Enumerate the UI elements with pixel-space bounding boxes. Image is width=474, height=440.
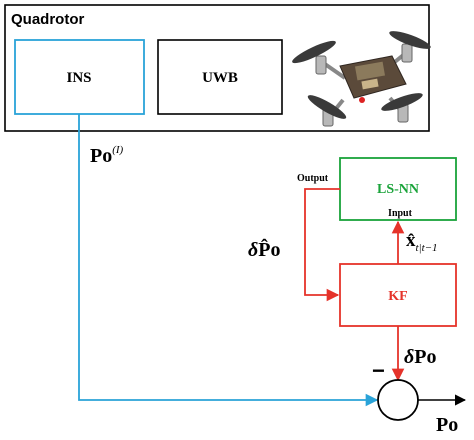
x-hat-label: x̂t|t−1	[406, 230, 438, 254]
lsnn-input-port-label: Input	[388, 208, 413, 219]
ins-to-sum-line	[78, 114, 379, 407]
minus-sign: −	[372, 358, 385, 383]
uwb-block	[157, 39, 283, 115]
delta-po-label: δPo	[404, 346, 436, 368]
quadrotor-container	[4, 4, 430, 132]
lsnn-to-kf-line	[304, 188, 340, 302]
lsnn-output-port-label: Output	[297, 173, 329, 184]
lsnn-label: LS-NN	[377, 182, 419, 197]
uwb-label: UWB	[202, 70, 238, 86]
quadrotor-drone-image	[292, 31, 431, 127]
summing-junction	[377, 379, 419, 421]
kf-label: KF	[388, 289, 407, 304]
po-ins-label: Po(I)	[90, 144, 124, 167]
po-output-label: Po	[436, 414, 458, 436]
delta-po-hat-label: δP̂o	[248, 237, 280, 261]
quadrotor-title: Quadrotor	[11, 11, 84, 28]
ins-label: INS	[66, 70, 91, 86]
